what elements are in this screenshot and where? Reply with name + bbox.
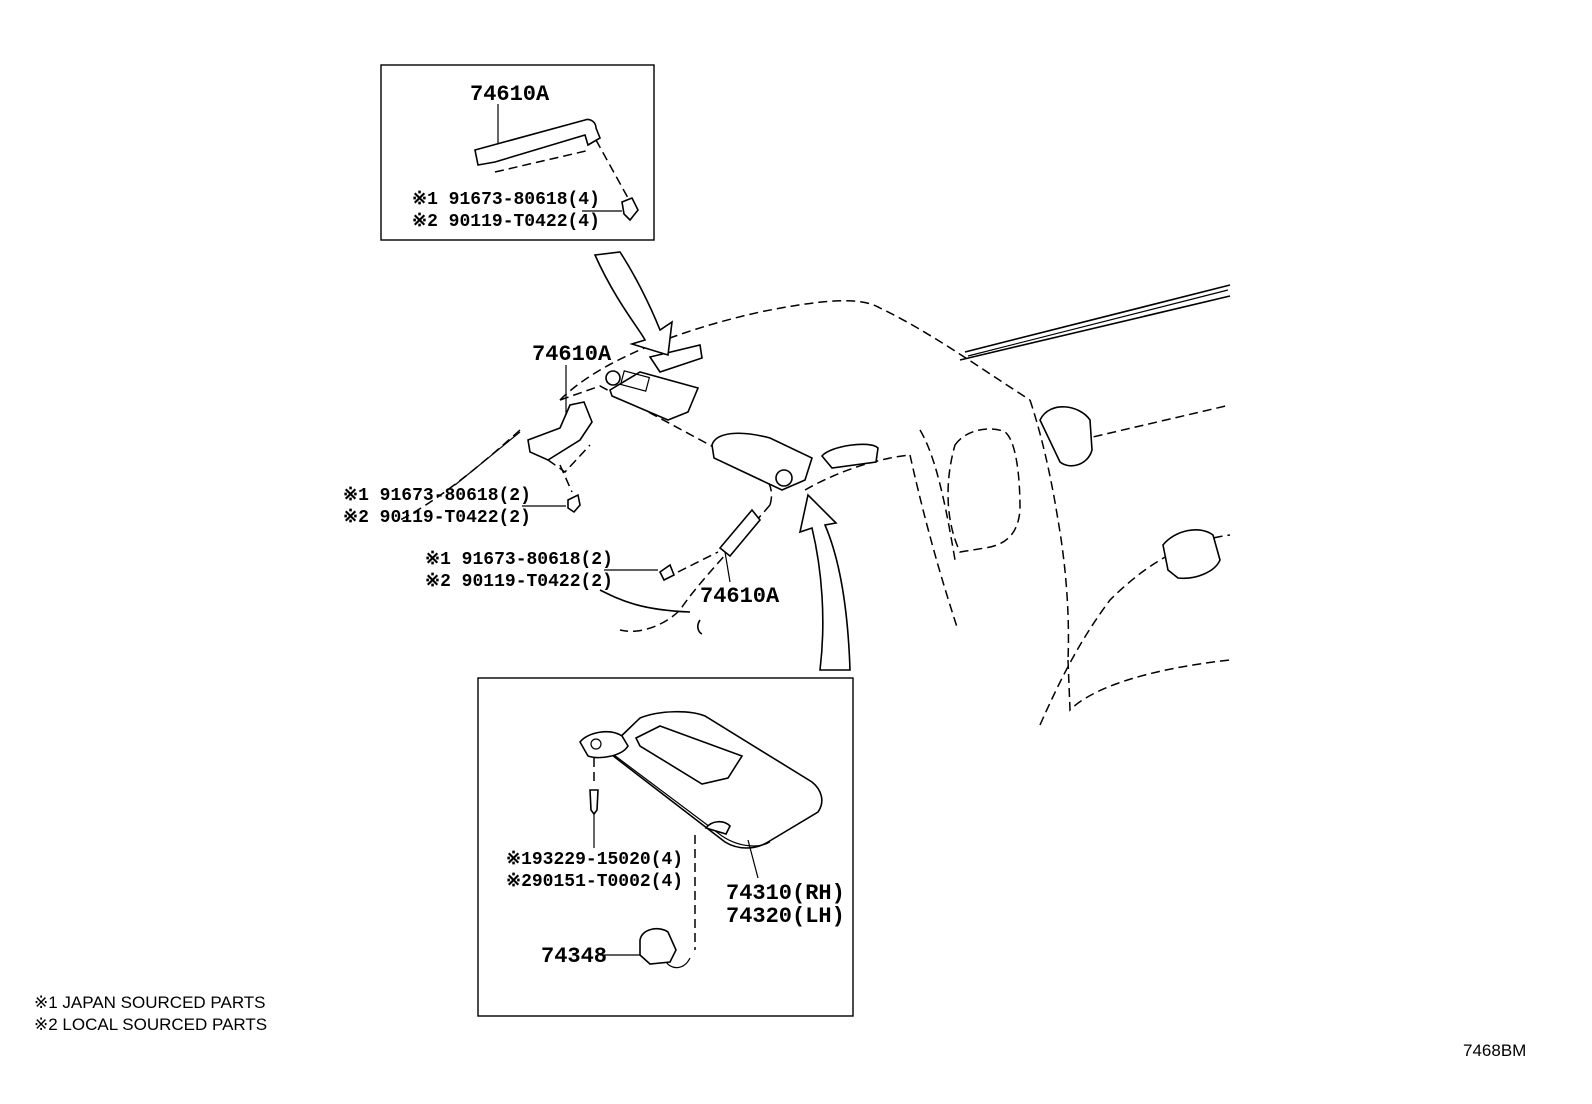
visor-screw-japan: ※193229-15020(4) (506, 850, 683, 870)
left-sunvisor (609, 371, 700, 421)
visor-screw-icon (589, 789, 599, 816)
diagram-code: 7468BM (1463, 1041, 1526, 1060)
callout-arrows (593, 251, 851, 671)
roof-parts (527, 344, 879, 582)
top-handle-mount (648, 344, 703, 373)
middle-handle-fastener-japan: ※1 91673-80618(2) (425, 550, 613, 570)
arrow-to-top-inset (593, 251, 674, 357)
inset-grab-handle (474, 118, 601, 166)
left-visor-pivot (605, 370, 621, 386)
inset-top: 74610A ※1 91673-80618(4) ※2 90119-T0422(… (380, 64, 655, 241)
legend-notes: ※1 JAPAN SOURCED PARTS ※2 LOCAL SOURCED … (34, 993, 267, 1034)
left-handle-fastener-japan: ※1 91673-80618(2) (343, 486, 531, 506)
vehicle-outline (399, 284, 1231, 726)
visor-holder-icon (639, 927, 677, 965)
visor-hook (704, 820, 731, 835)
note-local: ※2 LOCAL SOURCED PARTS (34, 1015, 267, 1034)
left-handle-callout: 74610A ※1 91673-80618(2) ※2 90119-T0422(… (343, 342, 612, 528)
note-japan: ※1 JAPAN SOURCED PARTS (34, 993, 266, 1012)
right-sunvisor (711, 432, 813, 491)
left-handle-part-label: 74610A (532, 342, 612, 367)
visor-pivot-bracket (579, 730, 629, 759)
arrow-to-visor-inset (798, 493, 851, 671)
inset-screw-icon (621, 196, 639, 222)
left-handle-fastener-local: ※2 90119-T0422(2) (343, 508, 531, 528)
left-grab-handle (527, 401, 593, 461)
middle-handle-callout: ※1 91673-80618(2) ※2 90119-T0422(2) 7461… (425, 550, 780, 609)
inset-visor: ※193229-15020(4) ※290151-T0002(4) 74310(… (477, 677, 854, 1017)
pillar-screw-icon (658, 563, 676, 582)
pillar-grab-handle (718, 508, 762, 558)
middle-handle-part-label: 74610A (700, 584, 780, 609)
rear-roof-handle (820, 443, 879, 469)
inset-top-fastener-japan: ※1 91673-80618(4) (412, 190, 600, 210)
visor-holder-label: 74348 (541, 944, 607, 969)
right-visor-pivot (775, 469, 793, 487)
inset-top-fastener-local: ※2 90119-T0422(4) (412, 212, 600, 232)
inset-top-part-label: 74610A (470, 82, 550, 107)
visor-rh-label: 74310(RH) (726, 881, 845, 906)
visor-screw-local: ※290151-T0002(4) (506, 872, 683, 892)
middle-handle-fastener-local: ※2 90119-T0422(2) (425, 572, 613, 592)
left-screw-icon (567, 493, 581, 514)
visor-lh-label: 74320(LH) (726, 904, 845, 929)
vanity-mirror (634, 725, 744, 785)
